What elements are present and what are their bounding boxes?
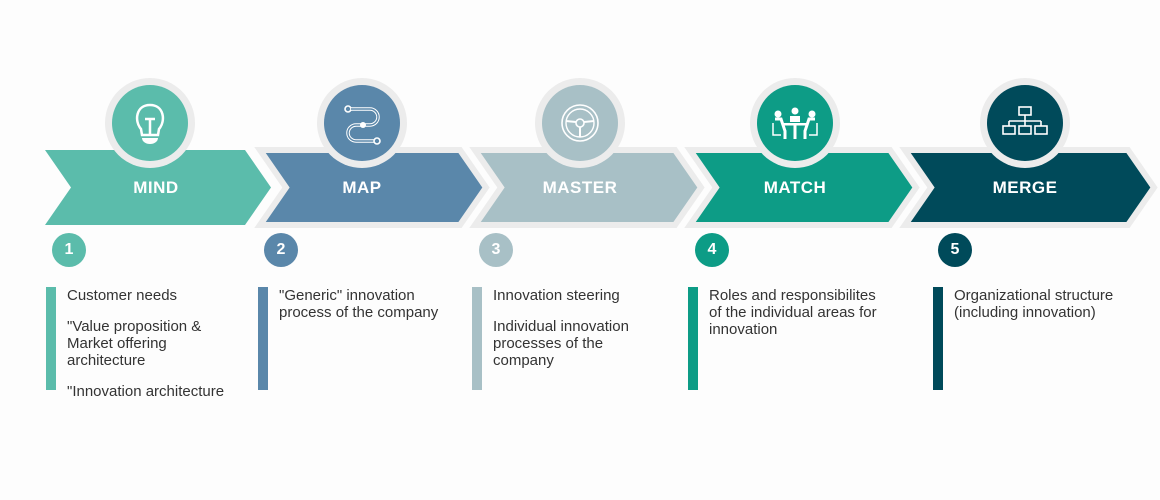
step-number: 4 (695, 233, 729, 267)
accent-bar (933, 287, 943, 390)
accent-bar (46, 287, 56, 390)
process-path-icon (317, 78, 407, 168)
step-number: 2 (264, 233, 298, 267)
description-item: "Innovation architecture (67, 383, 225, 400)
description-item: "Generic" innovation process of the comp… (279, 287, 439, 321)
chevron-master (469, 147, 705, 228)
step-description: "Generic" innovation process of the comp… (258, 287, 454, 390)
step-description: Roles and responsibilites of the individ… (688, 287, 884, 390)
step-number: 1 (52, 233, 86, 267)
description-item: "Value proposition & Market offering arc… (67, 318, 202, 369)
description-item: Innovation steering (493, 287, 620, 304)
lightbulb-icon (105, 78, 195, 168)
chevron-merge (899, 147, 1158, 228)
step-number: 3 (479, 233, 513, 267)
step-title: MATCH (763, 178, 827, 197)
description-item: Customer needs (67, 287, 178, 304)
step-title: MIND (133, 178, 179, 197)
accent-bar (472, 287, 482, 390)
accent-bar (688, 287, 698, 390)
chevron-match (684, 147, 920, 228)
meeting-people-icon (750, 78, 840, 168)
description-item: Roles and responsibilites of the individ… (709, 287, 877, 338)
step-title: MASTER (542, 178, 618, 197)
description-item: Individual innovation processes of the c… (493, 318, 629, 369)
org-chart-icon (980, 78, 1070, 168)
steering-wheel-icon (535, 78, 625, 168)
step-title: MERGE (992, 178, 1058, 197)
chevron-mind (45, 150, 271, 225)
accent-bar (258, 287, 268, 390)
step-description: Customer needs "Value proposition & Marke… (46, 287, 232, 400)
description-item: Organizational structure (including inno… (954, 287, 1114, 321)
step-description: Organizational structure (including inno… (933, 287, 1129, 390)
step-number: 5 (938, 233, 972, 267)
chevron-map (254, 147, 490, 228)
step-title: MAP (342, 178, 382, 197)
